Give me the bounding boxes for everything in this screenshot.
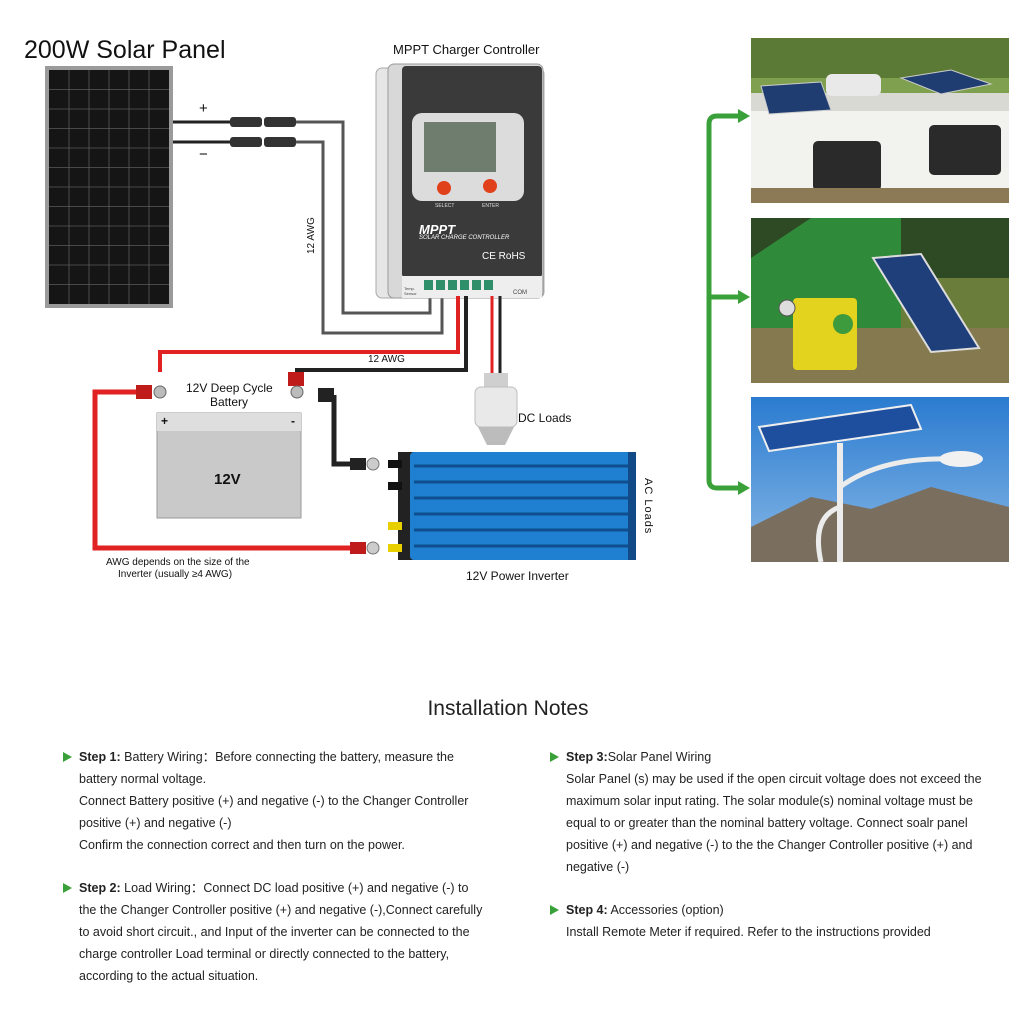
inverter-label: 12V Power Inverter xyxy=(466,569,569,583)
awg-horizontal-label: 12 AWG xyxy=(368,354,405,365)
step-2-head: Step 2: xyxy=(79,881,121,895)
solar-panel-title: 200W Solar Panel xyxy=(24,36,226,64)
step-1-line5: Confirm the connection correct and then … xyxy=(79,838,405,852)
step-4-line2: Install Remote Meter if required. Refer … xyxy=(566,925,931,939)
controller-terminal xyxy=(484,280,493,290)
bullet-arrow-icon xyxy=(63,752,72,762)
solar-panel xyxy=(45,66,173,308)
controller-cert: CE RoHS xyxy=(482,251,526,262)
charge-controller xyxy=(375,63,545,299)
step-2-line1: Load Wiring：Connect DC load positive (+)… xyxy=(120,881,469,895)
step-3-note: Step 3:Solar Panel Wiring Solar Panel (s… xyxy=(550,746,1006,878)
camping-application-photo xyxy=(751,218,1009,383)
bullet-arrow-icon xyxy=(550,752,559,762)
battery-title-line2: Battery xyxy=(210,395,249,409)
select-button-label: SELECT xyxy=(435,203,455,209)
com-label: COM xyxy=(513,290,527,296)
step-3-line6: negative (-) xyxy=(566,860,630,874)
street-light-application-photo xyxy=(751,397,1009,562)
battery-voltage: 12V xyxy=(214,471,241,488)
step-1-note: Step 1: Battery Wiring：Before connecting… xyxy=(63,746,509,856)
step-4-line1: Accessories (option) xyxy=(607,903,724,917)
enter-button-label: ENTER xyxy=(482,203,499,209)
controller-subtitle: SOLAR CHARGE CONTROLLER xyxy=(419,235,510,241)
temp-sensor-label: Temp. Sensor xyxy=(404,286,417,296)
step-2-line5: according to the actual situation. xyxy=(79,969,259,983)
step-2-note: Step 2: Load Wiring：Connect DC load posi… xyxy=(63,877,509,987)
step-3-line4: equal to or greater than the nominal bat… xyxy=(566,816,968,830)
step-4-head: Step 4: xyxy=(566,903,608,917)
step-2-line3: to avoid short circuit., and Input of th… xyxy=(79,925,470,939)
dc-loads-label: DC Loads xyxy=(518,411,572,425)
step-1-line1: Battery Wiring：Before connecting the bat… xyxy=(120,750,454,764)
step-3-line3: maximum solar input rating. The solar mo… xyxy=(566,794,973,808)
step-3-line2: Solar Panel (s) may be used if the open … xyxy=(566,772,982,786)
controller-terminal xyxy=(448,280,457,290)
step-3-line5: positive (+) and negative (-) to the the… xyxy=(566,838,973,852)
step-3-line1: Solar Panel Wiring xyxy=(607,750,712,764)
awg-vertical-label: 12 AWG xyxy=(306,217,317,254)
step-4-note: Step 4: Accessories (option) Install Rem… xyxy=(550,899,1006,943)
battery-plus-terminal: + xyxy=(161,414,169,428)
step-1-head: Step 1: xyxy=(79,750,121,764)
rv-application-photo xyxy=(751,38,1009,203)
step-2-line2: the the Changer Controller positive (+) … xyxy=(79,903,483,917)
step-1-line3: Connect Battery positive (+) and negativ… xyxy=(79,794,469,808)
negative-sign: − xyxy=(199,146,208,163)
mc4-connectors xyxy=(173,117,296,147)
controller-terminal xyxy=(424,280,433,290)
step-3-head: Step 3: xyxy=(566,750,608,764)
awg-note-line1: AWG depends on the size of the xyxy=(106,557,250,568)
ac-loads-label: AC Loads xyxy=(642,478,654,535)
battery-minus-terminal: - xyxy=(291,414,295,428)
installation-notes-title: Installation Notes xyxy=(427,697,589,720)
step-2-line4: charge controller Load terminal or direc… xyxy=(79,947,450,961)
battery-title-line1: 12V Deep Cycle xyxy=(186,381,273,395)
bullet-arrow-icon xyxy=(63,883,72,893)
power-inverter xyxy=(388,452,636,560)
step-1-line2: battery normal voltage. xyxy=(79,772,207,786)
controller-brand: MPPT xyxy=(419,222,456,237)
controller-terminal xyxy=(472,280,481,290)
step-1-line4: positive (+) and negative (-) xyxy=(79,816,232,830)
bullet-arrow-icon xyxy=(550,905,559,915)
controller-terminal xyxy=(460,280,469,290)
controller-title: MPPT Charger Controller xyxy=(393,42,540,57)
dc-load-bulb xyxy=(474,373,518,445)
awg-note-line2: Inverter (usually ≥4 AWG) xyxy=(118,569,233,580)
application-arrows xyxy=(706,113,740,491)
battery xyxy=(136,372,334,519)
positive-sign: + xyxy=(199,100,208,117)
controller-terminal xyxy=(436,280,445,290)
wiring-diagram xyxy=(45,63,750,560)
